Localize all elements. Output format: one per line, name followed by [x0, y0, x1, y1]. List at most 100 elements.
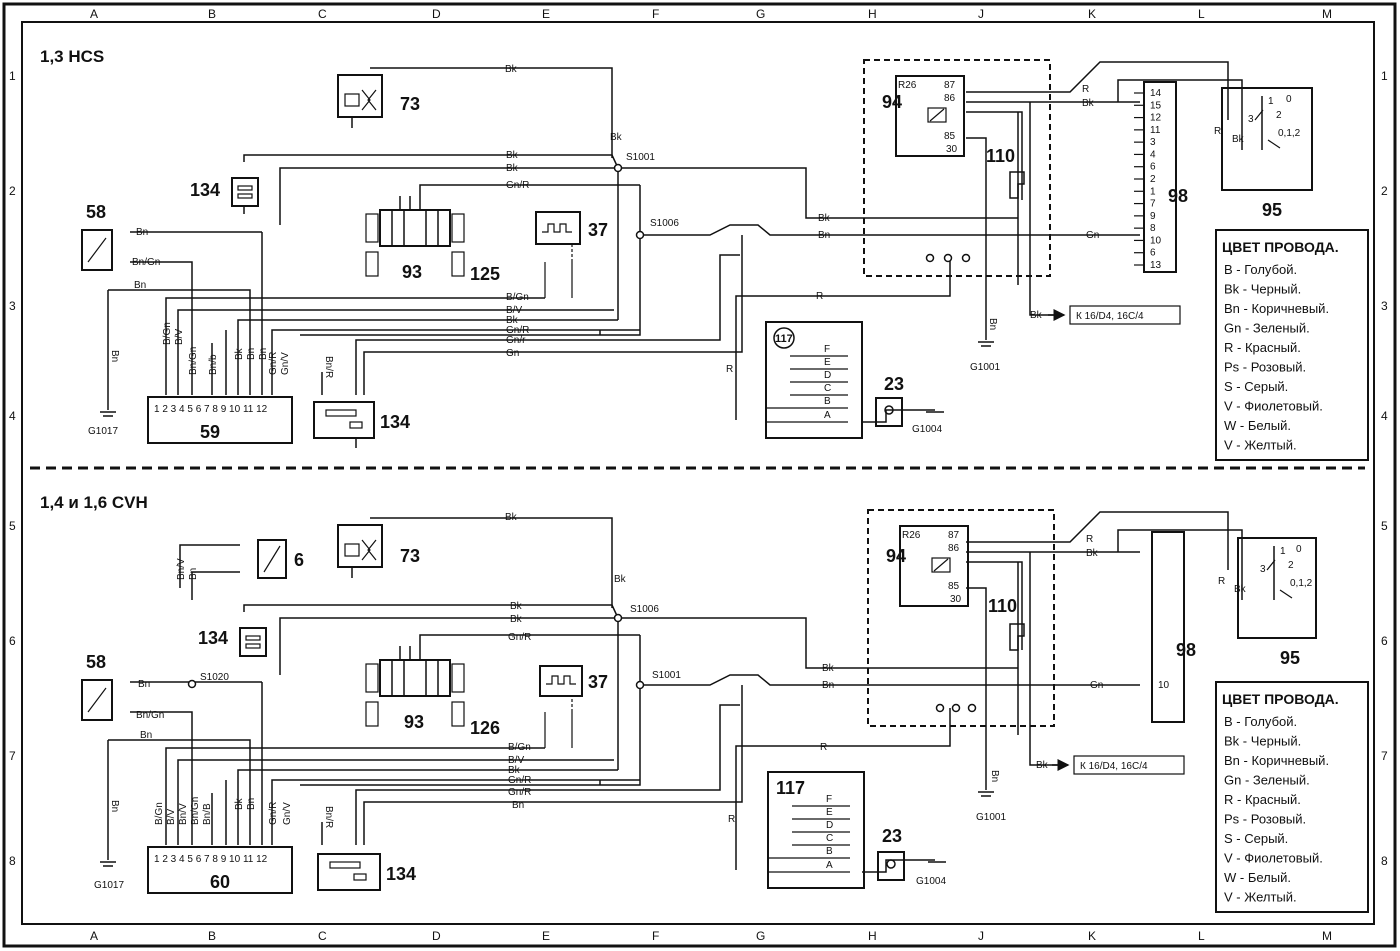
row-label-left: 5 [9, 519, 16, 533]
svg-text:Bk: Bk [1036, 760, 1049, 771]
svg-text:110: 110 [986, 146, 1015, 166]
svg-text:134: 134 [198, 628, 228, 648]
legend-item: B - Голубой. [1224, 714, 1297, 729]
svg-text:Bn: Bn [140, 730, 152, 741]
svg-text:Bn/R: Bn/R [323, 806, 334, 828]
svg-text:37: 37 [588, 220, 608, 240]
component-134-upper: 134 [198, 627, 267, 657]
svg-text:117: 117 [776, 778, 805, 798]
column-label-top: J [978, 7, 984, 21]
column-label-bottom: K [1088, 929, 1096, 943]
svg-text:94: 94 [886, 546, 906, 566]
component-6: 6 S1020 Bn/V Bn [176, 539, 304, 689]
svg-text:Gn/R: Gn/R [506, 325, 529, 336]
column-label-bottom: E [542, 929, 550, 943]
splice-mid: S1006 [650, 218, 679, 229]
svg-text:Bn/Gn: Bn/Gn [132, 257, 160, 268]
legend-item: Bn - Коричневый. [1224, 753, 1329, 768]
svg-text:G1004: G1004 [912, 424, 942, 435]
svg-text:G1017: G1017 [94, 880, 124, 891]
legend-item: B - Голубой. [1224, 262, 1297, 277]
svg-text:Bn/R: Bn/R [323, 356, 334, 378]
svg-text:Gn/R: Gn/R [268, 802, 279, 825]
svg-text:Gn: Gn [1086, 230, 1099, 241]
svg-text:Bn: Bn [246, 348, 257, 360]
svg-text:98: 98 [1168, 186, 1188, 206]
component-110: 110 [988, 596, 1025, 651]
wire-color-legend-top: ЦВЕТ ПРОВОДА.B - Голубой.Bk - Черный.Bn … [1215, 229, 1369, 461]
svg-text:Bn/Gn: Bn/Gn [190, 797, 201, 825]
svg-text:Bn: Bn [134, 280, 146, 291]
svg-text:Bk: Bk [506, 150, 519, 161]
svg-text:B/V: B/V [174, 329, 185, 345]
component-117: 117 F E D C B A [767, 771, 865, 889]
svg-text:1: 1 [1280, 546, 1286, 557]
legend-item: R - Красный. [1224, 340, 1301, 355]
svg-text:Bk: Bk [505, 64, 518, 75]
svg-text:Bk: Bk [822, 663, 835, 674]
svg-text:Bn/V: Bn/V [178, 803, 189, 825]
row-label-right: 7 [1381, 749, 1388, 763]
splice-top: S1001 [626, 152, 655, 163]
svg-text:R: R [816, 291, 823, 302]
legend-item: V - Фиолетовый. [1224, 399, 1323, 414]
svg-text:Bn/B: Bn/B [202, 803, 213, 825]
svg-text:30: 30 [950, 594, 962, 605]
svg-text:0: 0 [1286, 94, 1292, 105]
connector-98-pin: 2 [1150, 174, 1156, 185]
svg-text:Bk: Bk [510, 614, 523, 625]
connector-98-pin: 4 [1150, 149, 1156, 160]
legend-item: Gn - Зеленый. [1224, 773, 1310, 788]
svg-text:Bn: Bn [258, 348, 269, 360]
svg-text:Bn: Bn [188, 568, 199, 580]
svg-text:87: 87 [948, 530, 960, 541]
svg-text:Bk: Bk [234, 797, 245, 810]
row-label-right: 4 [1381, 409, 1388, 423]
svg-text:Gn/V: Gn/V [280, 352, 291, 375]
connector-98-pin: 8 [1150, 223, 1156, 234]
svg-text:59: 59 [200, 422, 220, 442]
component-94: R26 87 86 85 30 94 [863, 59, 1051, 277]
svg-text:B/V: B/V [166, 809, 177, 825]
legend-item: S - Серый. [1224, 379, 1288, 394]
svg-text:Bk: Bk [1082, 98, 1095, 109]
row-label-left: 2 [9, 184, 16, 198]
svg-text:R: R [820, 742, 827, 753]
svg-text:Gn/R: Gn/R [508, 775, 531, 786]
svg-text:R26: R26 [902, 530, 921, 541]
svg-text:0: 0 [1296, 544, 1302, 555]
row-label-right: 5 [1381, 519, 1388, 533]
svg-text:Bn: Bn [512, 800, 524, 811]
svg-text:23: 23 [882, 826, 902, 846]
svg-text:Bk: Bk [508, 765, 521, 776]
svg-text:G1004: G1004 [916, 876, 946, 887]
svg-text:К 16/D4, 16C/4: К 16/D4, 16C/4 [1076, 311, 1144, 322]
svg-text:Gn/r: Gn/r [506, 335, 526, 346]
svg-text:R: R [1082, 84, 1089, 95]
svg-text:85: 85 [944, 131, 956, 142]
component-37: 37 [535, 211, 608, 245]
legend-item: W - Белый. [1224, 870, 1291, 885]
svg-text:Bk: Bk [1030, 310, 1043, 321]
column-label-bottom: F [652, 929, 659, 943]
column-label-top: C [318, 7, 327, 21]
column-label-top: A [90, 7, 98, 21]
legend-item: V - Желтый. [1224, 890, 1297, 905]
reference-box: К 16/D4, 16C/4 [1048, 305, 1181, 325]
svg-text:R: R [728, 814, 735, 825]
column-label-bottom: M [1322, 929, 1332, 943]
svg-text:Gn: Gn [1090, 680, 1103, 691]
svg-text:Bk: Bk [1232, 134, 1245, 145]
svg-text:2: 2 [1276, 110, 1282, 121]
svg-text:Bk: Bk [818, 213, 831, 224]
svg-text:S1020: S1020 [200, 672, 229, 683]
component-94: R26 87 86 85 30 94 [867, 509, 1055, 727]
component-73: 73 [337, 524, 420, 578]
splice-top: S1006 [630, 604, 659, 615]
svg-text:Bn/V: Bn/V [176, 558, 187, 580]
legend-item: Bk - Черный. [1224, 734, 1301, 749]
svg-text:110: 110 [988, 596, 1017, 616]
svg-text:60: 60 [210, 872, 230, 892]
row-label-right: 6 [1381, 634, 1388, 648]
svg-text:73: 73 [400, 546, 420, 566]
